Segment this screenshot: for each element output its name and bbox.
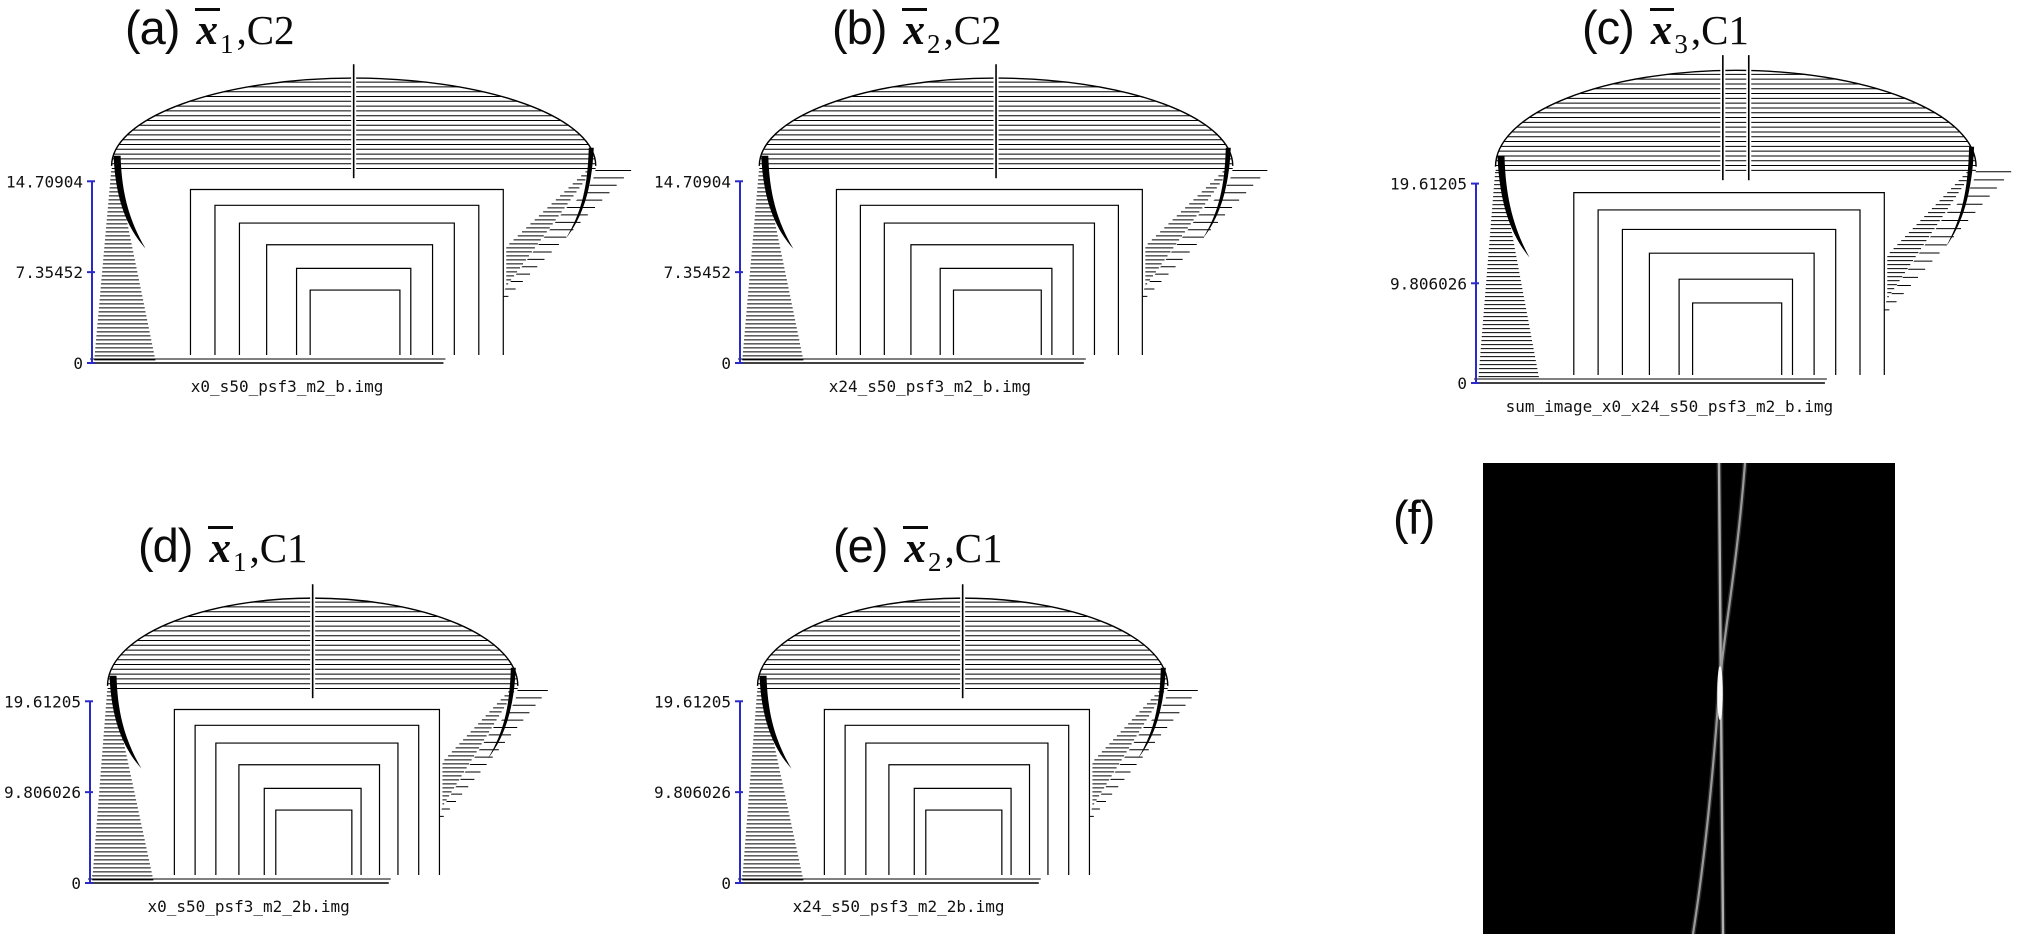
z-axis-tick-label: 0 (71, 874, 81, 893)
panel-c-math-symbol: x3,C1 (1649, 7, 1749, 59)
panel-a-math-symbol: x1,C2 (195, 7, 295, 59)
panel-d-math-symbol: x1,C1 (208, 525, 308, 577)
z-axis: 19.61205 9.806026 0 (1390, 175, 1479, 393)
front-face-steps (1573, 192, 1885, 375)
z-axis-tick-label: 7.35452 (16, 263, 83, 282)
z-axis-tick-label: 9.806026 (654, 783, 731, 802)
panel-b-math-symbol: x2,C2 (902, 7, 1002, 59)
xbar-symbol: x (902, 7, 927, 54)
xbar-symbol: x (903, 525, 928, 572)
panel-b-title: (b) x2,C2 (832, 0, 1002, 60)
panel-a-title: (a) x1,C2 (125, 0, 295, 60)
z-axis: 14.70904 7.35452 0 (654, 172, 743, 373)
front-bottom-rows (736, 358, 1086, 364)
side-skirt-mesh (742, 691, 1165, 881)
z-axis-tick-label: 19.61205 (1390, 175, 1467, 194)
class-label: ,C1 (1690, 7, 1749, 53)
panel-e-title: (e) x2,C1 (833, 518, 1003, 578)
side-skirt-mesh (1478, 172, 1973, 378)
panel-d-letter: (d) (138, 519, 193, 572)
image-background (1483, 463, 1895, 934)
crossing-curves-image (1483, 463, 1895, 934)
panel-c: 19.61205 9.806026 0 sum_image_x0_x24_s50_p… (1386, 45, 2030, 416)
panel-c-surface-plot: 19.61205 9.806026 0 (1390, 55, 2012, 393)
edge-shadow-crescents (113, 147, 594, 249)
panel-d: 19.61205 9.806026 0 x0_s50_psf3_m2_2b.img (0, 575, 565, 916)
z-axis-tick-label: 19.61205 (654, 692, 731, 711)
panel-b-caption: x24_s50_psf3_m2_b.img (828, 377, 1031, 396)
z-axis: 14.70904 7.35452 0 (6, 172, 95, 373)
z-axis-tick-label: 0 (1457, 374, 1467, 393)
z-axis-tick-label: 0 (721, 874, 731, 893)
class-label: ,C2 (943, 7, 1002, 53)
z-axis: 19.61205 9.806026 0 (4, 692, 93, 893)
panel-e: 19.61205 9.806026 0 x24_s50_psf3_m2_2b.img (650, 575, 1215, 916)
z-axis-tick-label: 14.70904 (6, 172, 83, 191)
xbar-symbol: x (1649, 7, 1675, 54)
class-label: ,C1 (944, 525, 1003, 571)
panel-e-caption: x24_s50_psf3_m2_2b.img (792, 897, 1005, 916)
z-axis-tick-label: 7.35452 (664, 263, 731, 282)
panel-a-surface-plot: 14.70904 7.35452 0 (6, 64, 632, 373)
subscript: 3 (1674, 29, 1688, 59)
panel-b: 14.70904 7.35452 0 x24_s50_psf3_m2_b.img (650, 55, 1286, 396)
panel-c-letter: (c) (1582, 1, 1635, 54)
z-axis-tick-label: 14.70904 (654, 172, 731, 191)
panel-d-caption: x0_s50_psf3_m2_2b.img (147, 897, 350, 916)
panel-f-image (1483, 463, 1895, 934)
xbar-symbol: x (208, 525, 233, 572)
front-bottom-rows (86, 878, 391, 884)
front-bottom-rows (88, 358, 446, 364)
z-axis-tick-label: 9.806026 (1390, 274, 1467, 293)
subscript: 2 (927, 547, 942, 577)
panel-e-math-symbol: x2,C1 (903, 525, 1003, 577)
z-axis-tick-label: 0 (721, 354, 731, 373)
crossing-bright-spot (1717, 666, 1723, 720)
front-bottom-rows (1472, 378, 1827, 384)
panel-f-title: (f) (1393, 490, 1435, 545)
panel-a-caption: x0_s50_psf3_m2_b.img (190, 377, 384, 396)
front-face-steps (173, 708, 441, 875)
edge-shadow-crescents (1497, 146, 1975, 258)
side-skirt-mesh (742, 171, 1229, 361)
subscript: 2 (926, 29, 941, 59)
z-axis: 19.61205 9.806026 0 (654, 692, 743, 893)
subscript: 1 (232, 547, 247, 577)
panel-c-caption: sum_image_x0_x24_s50_psf3_m2_b.img (1505, 397, 1834, 416)
class-label: ,C2 (236, 7, 295, 53)
panel-d-title: (d) x1,C1 (138, 518, 308, 578)
panel-e-surface-plot: 19.61205 9.806026 0 (654, 584, 1198, 893)
panel-a-letter: (a) (125, 1, 180, 54)
edge-shadow-crescents (761, 147, 1231, 249)
front-face-steps (189, 188, 504, 355)
panel-c-title: (c) x3,C1 (1582, 0, 1749, 60)
front-face-steps (823, 708, 1091, 875)
edge-shadow-crescents (759, 667, 1166, 769)
xbar-symbol: x (195, 7, 220, 54)
class-label: ,C1 (249, 525, 308, 571)
panel-f-letter: (f) (1393, 491, 1435, 544)
z-axis-tick-label: 0 (73, 354, 83, 373)
edge-shadow-crescents (109, 667, 516, 769)
panel-a: 14.70904 7.35452 0 x0_s50_psf3_m2_b.img (2, 55, 650, 396)
side-skirt-mesh (94, 171, 592, 361)
center-spike (1720, 55, 1752, 181)
z-axis-tick-label: 19.61205 (4, 692, 81, 711)
front-bottom-rows (736, 878, 1041, 884)
subscript: 1 (219, 29, 234, 59)
panel-b-letter: (b) (832, 1, 887, 54)
panel-d-surface-plot: 19.61205 9.806026 0 (4, 584, 548, 893)
z-axis-tick-label: 9.806026 (4, 783, 81, 802)
panel-b-surface-plot: 14.70904 7.35452 0 (654, 64, 1268, 373)
front-face-steps (835, 188, 1143, 355)
panel-e-letter: (e) (833, 519, 888, 572)
